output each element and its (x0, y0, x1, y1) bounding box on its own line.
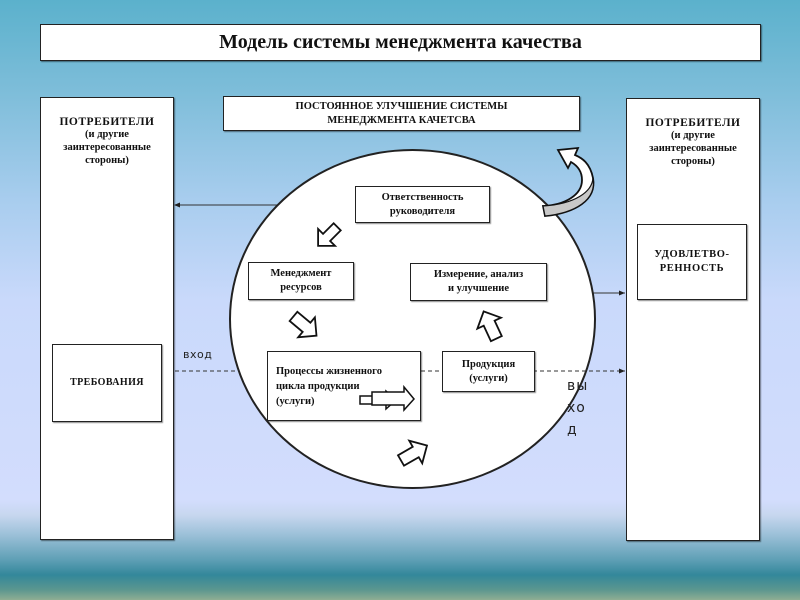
management-responsibility-box: Ответственность руководителя (355, 186, 490, 223)
responsibility-line1: Ответственность (381, 191, 464, 203)
input-label: вход (183, 348, 213, 361)
customers-right-subtitle: (и другие заинтересованные стороны) (649, 130, 737, 167)
product-line1: Продукция (461, 358, 516, 370)
satisfaction-line1: УДОВЛЕТВО- (654, 249, 730, 260)
product-line2: (услуги) (469, 372, 508, 384)
customers-left-panel: ПОТРЕБИТЕЛИ (и другие заинтересованные с… (40, 97, 174, 540)
customers-left-header: ПОТРЕБИТЕЛИ (59, 116, 155, 128)
resource-management-line2: ресурсов (280, 282, 322, 293)
output-label: выход (567, 378, 589, 438)
continuous-improvement-line2: МЕНЕДЖМЕНТА КАЧЕТСВА (327, 114, 476, 126)
measurement-line1: Измерение, анализ (433, 269, 524, 280)
resource-management-line1: Менеджмент (270, 268, 332, 279)
resource-management-box: Менеджмент ресурсов (248, 262, 354, 300)
measurement-analysis-box: Измерение, анализ и улучшение (410, 263, 547, 301)
customers-left-subtitle: (и другие заинтересованные стороны) (63, 129, 151, 166)
responsibility-line2: руководителя (389, 205, 456, 217)
lifecycle-line3: (услуги) (276, 395, 315, 407)
continuous-improvement-line1: ПОСТОЯННОЕ УЛУЧШЕНИЕ СИСТЕМЫ (295, 100, 508, 112)
product-box: Продукция (услуги) (442, 351, 535, 392)
curved-improvement-arrow-icon (541, 146, 595, 217)
requirements-box: ТРЕБОВАНИЯ (52, 344, 162, 422)
lifecycle-processes-box: Процессы жизненного цикла продукции (усл… (267, 351, 421, 421)
customers-right-panel: ПОТРЕБИТЕЛИ (и другие заинтересованные с… (626, 98, 760, 541)
continuous-improvement-box: ПОСТОЯННОЕ УЛУЧШЕНИЕ СИСТЕМЫ МЕНЕДЖМЕНТА… (223, 96, 580, 131)
customers-right-header: ПОТРЕБИТЕЛИ (645, 117, 741, 129)
lifecycle-line2: цикла продукции (276, 380, 360, 392)
satisfaction-line2: РЕННОСТЬ (659, 263, 725, 274)
satisfaction-box: УДОВЛЕТВО- РЕННОСТЬ (637, 224, 747, 300)
measurement-line2: и улучшение (447, 283, 509, 294)
page-title: Модель системы менеджмента качества (40, 24, 761, 61)
lifecycle-line1: Процессы жизненного (276, 365, 382, 377)
